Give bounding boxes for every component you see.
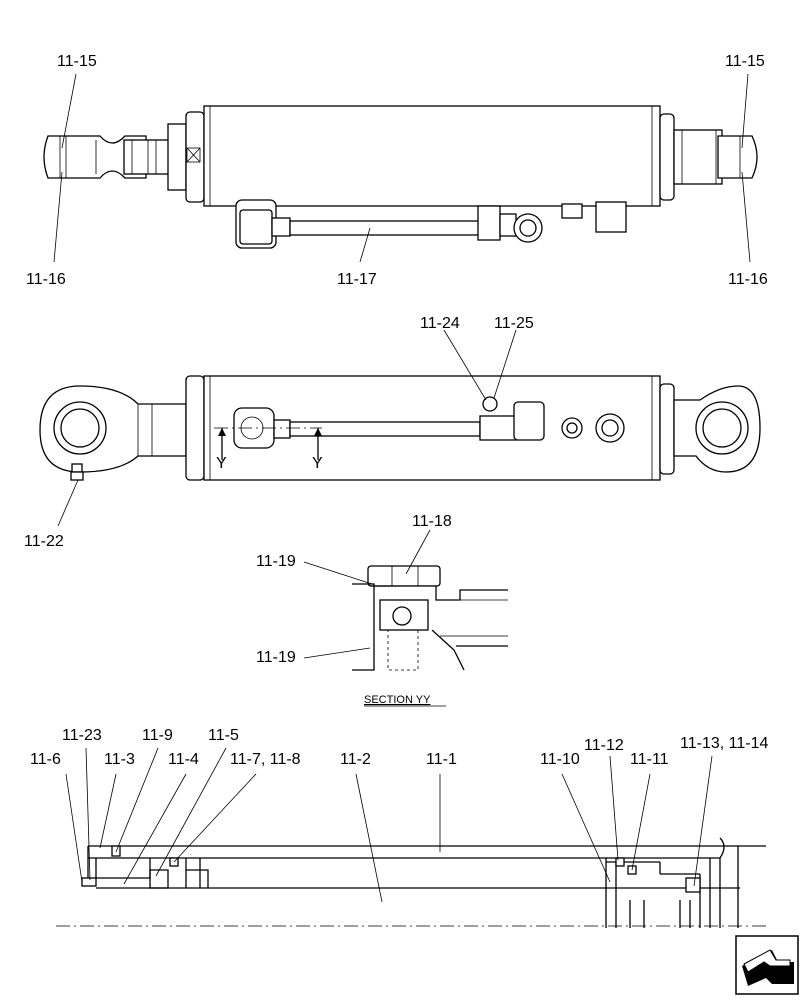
callout-11-25: 11-25 (494, 315, 534, 332)
cylinder-top-view (43, 105, 758, 249)
callout-11-16-left: 11-16 (26, 271, 66, 288)
callout-11-10: 11-10 (540, 751, 580, 768)
next-page-arrow-icon[interactable] (735, 935, 799, 995)
section-mark-y-left: Y (216, 455, 227, 472)
cylinder-side-view (39, 375, 761, 481)
callout-11-16-right: 11-16 (728, 271, 768, 288)
callout-11-3: 11-3 (104, 751, 135, 768)
bottom-leaders (65, 747, 713, 903)
callout-11-19-top: 11-19 (256, 553, 296, 570)
callout-11-18: 11-18 (412, 513, 452, 530)
callout-11-4: 11-4 (168, 751, 199, 768)
callout-11-17: 11-17 (337, 271, 377, 288)
callout-11-2: 11-2 (340, 751, 371, 768)
callout-11-24: 11-24 (420, 315, 460, 332)
section-title: SECTION YY (364, 694, 431, 706)
callout-11-7-11-8: 11-7, 11-8 (230, 751, 301, 768)
section-yy-view (352, 565, 508, 671)
callout-11-15-right: 11-15 (725, 53, 765, 70)
callout-11-1: 11-1 (426, 751, 457, 768)
callout-11-9: 11-9 (142, 727, 173, 744)
section-leaders (303, 529, 431, 659)
callout-11-12: 11-12 (584, 737, 624, 754)
middle-leaders (57, 329, 517, 527)
callout-11-22: 11-22 (24, 533, 64, 550)
cylinder-cross-section-detail (56, 837, 766, 928)
callout-11-13-11-14: 11-13, 11-14 (680, 735, 768, 752)
section-mark-y-right: Y (312, 455, 323, 472)
callout-11-15-left: 11-15 (57, 53, 97, 70)
callout-11-5: 11-5 (208, 727, 239, 744)
callout-11-6: 11-6 (30, 751, 61, 768)
top-leaders (53, 73, 751, 263)
callout-11-23: 11-23 (62, 727, 102, 744)
callout-11-11: 11-11 (630, 751, 669, 768)
callout-11-19-bottom: 11-19 (256, 649, 296, 666)
